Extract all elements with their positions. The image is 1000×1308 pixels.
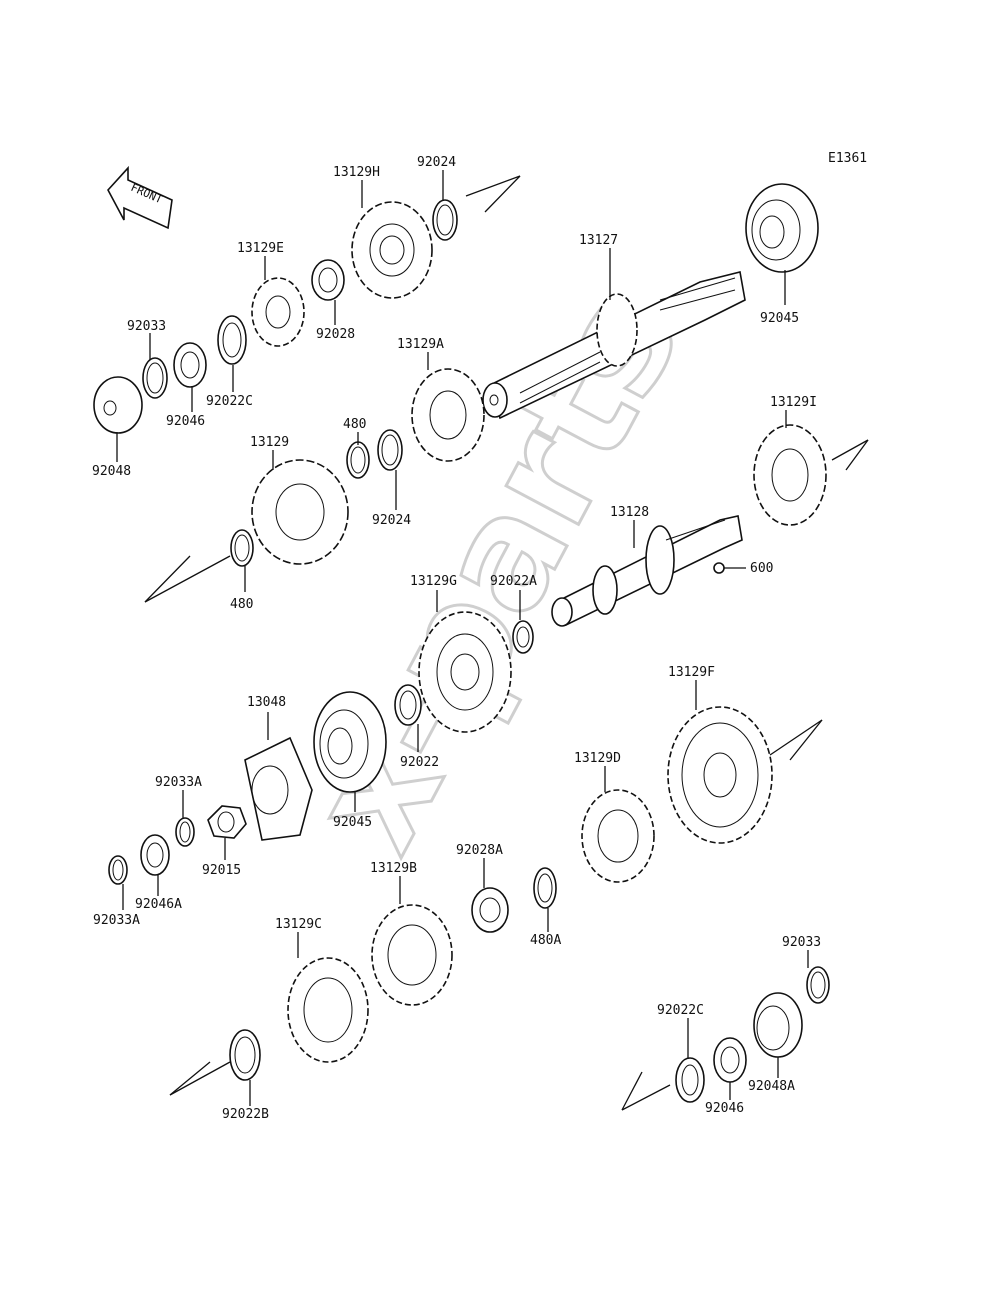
- part-13129c-gear: [287, 957, 369, 1063]
- axis-line: [144, 555, 231, 603]
- axis-line: [621, 1084, 671, 1111]
- label-92022c-top: 92022C: [206, 394, 253, 409]
- label-92033a-top: 92033A: [155, 775, 202, 790]
- label-92015: 92015: [202, 863, 241, 878]
- label-13127: 13127: [579, 233, 618, 248]
- part-13129h-gear: [351, 201, 433, 299]
- axis-line: [465, 175, 521, 197]
- part-92045-bearing-top: [745, 183, 819, 273]
- label-600: 600: [750, 561, 773, 576]
- label-13129d: 13129D: [574, 751, 621, 766]
- part-480a-circlip: [533, 867, 557, 909]
- part-92033-circlip-bottom: [806, 966, 830, 1004]
- part-13129b-gear: [371, 904, 453, 1006]
- part-92022b-washer: [229, 1029, 261, 1081]
- axis-line: [484, 175, 521, 213]
- part-92046a-needle-bearing: [140, 834, 170, 876]
- part-92046-needle-bearing: [173, 342, 207, 388]
- part-13127-shaft: [482, 271, 746, 420]
- part-92033a-circlip-top: [175, 817, 195, 847]
- label-92048: 92048: [92, 464, 131, 479]
- label-480-top: 480: [343, 417, 366, 432]
- axis-line: [169, 1061, 211, 1096]
- label-13129a: 13129A: [397, 337, 444, 352]
- part-13129d-gear: [581, 789, 655, 883]
- part-13129e-gear: [251, 277, 305, 347]
- label-92045-mid: 92045: [333, 815, 372, 830]
- part-13129g-gear: [418, 611, 512, 733]
- label-92022a: 92022A: [490, 574, 537, 589]
- label-13048: 13048: [247, 695, 286, 710]
- part-92028a-bushing: [471, 887, 509, 933]
- label-92033-top: 92033: [127, 319, 166, 334]
- part-13129f-gear: [667, 706, 773, 844]
- part-92033-circlip: [142, 357, 168, 399]
- label-13129c: 13129C: [275, 917, 322, 932]
- label-92046-bottom: 92046: [705, 1101, 744, 1116]
- part-92033a-circlip-bottom: [108, 855, 128, 885]
- label-92046a: 92046A: [135, 897, 182, 912]
- part-92022c-washer-bottom: [675, 1057, 705, 1103]
- label-92022c-bottom: 92022C: [657, 1003, 704, 1018]
- part-13129-gear: [251, 459, 349, 565]
- part-92048a-collar: [753, 992, 803, 1058]
- part-13128-shaft: [551, 515, 743, 627]
- part-92024-circlip-mid: [377, 429, 403, 471]
- part-480-circlip-top: [346, 441, 370, 479]
- label-92022b: 92022B: [222, 1107, 269, 1122]
- part-92045-bearing-mid: [313, 691, 387, 793]
- label-13129g: 13129G: [410, 574, 457, 589]
- label-92028a: 92028A: [456, 843, 503, 858]
- axis-line: [169, 1061, 231, 1096]
- label-13129h: 13129H: [333, 165, 380, 180]
- axis-line: [144, 555, 191, 603]
- front-arrow-icon: FRONT: [107, 165, 173, 230]
- part-92022c-washer: [217, 315, 247, 365]
- label-92046-top: 92046: [166, 414, 205, 429]
- label-92028: 92028: [316, 327, 355, 342]
- part-13129i-gear: [753, 424, 827, 526]
- label-92045-top: 92045: [760, 311, 799, 326]
- label-92033-bottom: 92033: [782, 935, 821, 950]
- label-13128: 13128: [610, 505, 649, 520]
- label-13129f: 13129F: [668, 665, 715, 680]
- part-13129a-gear: [411, 368, 485, 462]
- diagram-code: E1361: [828, 151, 867, 166]
- part-92028-bushing: [311, 259, 345, 301]
- part-92048-collar: [93, 376, 143, 434]
- axis-line: [769, 719, 823, 756]
- part-92024-circlip-top: [432, 199, 458, 241]
- label-92048a: 92048A: [748, 1079, 795, 1094]
- leader-lines: [116, 170, 809, 1106]
- label-480-left: 480: [230, 597, 253, 612]
- part-92046-needle-bearing-bottom: [713, 1037, 747, 1083]
- label-92024-mid: 92024: [372, 513, 411, 528]
- part-92022a-washer: [512, 620, 534, 654]
- label-92022: 92022: [400, 755, 439, 770]
- part-480-circlip-left: [230, 529, 254, 567]
- label-13129e: 13129E: [237, 241, 284, 256]
- axis-line: [845, 439, 869, 471]
- part-600-ball: [713, 562, 746, 574]
- axis-line: [621, 1071, 643, 1111]
- label-13129i: 13129I: [770, 395, 817, 410]
- part-13048-sleeve: [244, 736, 313, 841]
- label-13129b: 13129B: [370, 861, 417, 876]
- axis-line: [831, 439, 869, 461]
- label-92024-top: 92024: [417, 155, 456, 170]
- part-92022-washer: [394, 684, 422, 726]
- axis-line: [789, 719, 823, 761]
- part-92015-nut: [207, 805, 247, 839]
- label-13129: 13129: [250, 435, 289, 450]
- label-92033a-bottom: 92033A: [93, 913, 140, 928]
- label-480a: 480A: [530, 933, 561, 948]
